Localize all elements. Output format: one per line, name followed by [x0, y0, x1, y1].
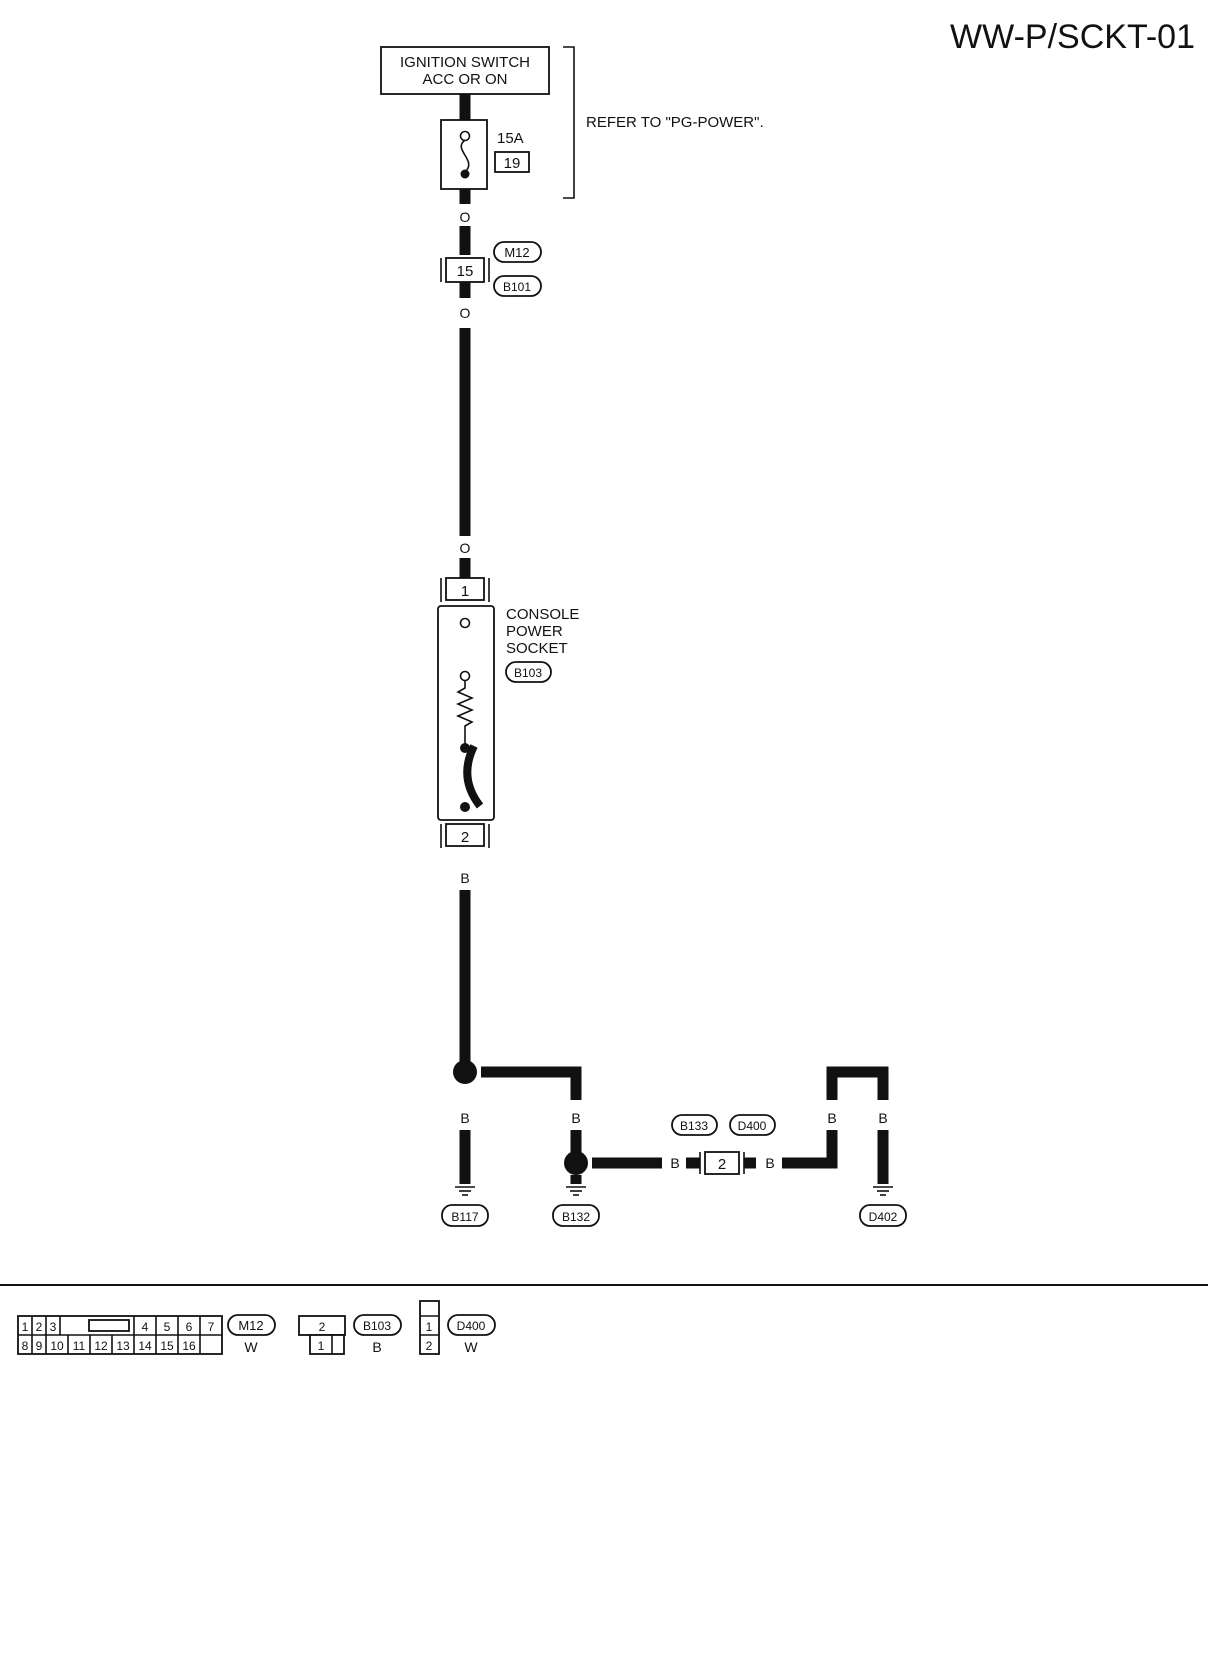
- legend-b103-face: [298, 1315, 346, 1355]
- wire-color-b-7: B: [878, 1110, 887, 1126]
- m12-pin-3: 3: [50, 1320, 57, 1334]
- m12-oval: [493, 241, 542, 263]
- m12-pin-7: 7: [208, 1320, 215, 1334]
- wire-color-b-3: B: [571, 1110, 580, 1126]
- connector-15: 15: [440, 257, 490, 283]
- ground-b117-symbol: [455, 1186, 475, 1196]
- m12-pin-2: 2: [36, 1320, 43, 1334]
- pin-15-label: 15: [457, 263, 474, 280]
- m12-pin-9: 9: [36, 1339, 43, 1353]
- legend-d400-pin-1: 1: [426, 1320, 433, 1334]
- fuse-number-box: [494, 151, 530, 173]
- ignition-line2: ACC OR ON: [422, 71, 507, 88]
- diagram-id: WW-P/SCKT-01: [950, 18, 1195, 56]
- b132-oval: [552, 1204, 600, 1227]
- legend-b103-color: B: [372, 1339, 381, 1355]
- legend-b103-oval: [353, 1314, 402, 1336]
- b117-label: B117: [451, 1210, 478, 1224]
- legend-m12-label: M12: [238, 1318, 263, 1333]
- socket-pin2-connector: 2: [440, 823, 490, 848]
- m12-pin-10: 10: [50, 1339, 64, 1353]
- b132-label: B132: [562, 1210, 590, 1224]
- m12-label: M12: [504, 245, 529, 260]
- wire-branch-b132: [481, 1066, 582, 1100]
- b133-label: B133: [680, 1119, 708, 1133]
- fuse-symbol: [440, 119, 488, 190]
- pin-1-label: 1: [461, 583, 469, 600]
- wire-color-b-2: B: [460, 1110, 469, 1126]
- pin-2-d400: 2: [718, 1156, 726, 1173]
- wire-color-o-2: O: [460, 305, 471, 321]
- m12-pin-5: 5: [164, 1320, 171, 1334]
- m12-pin-13: 13: [116, 1339, 130, 1353]
- m12-pin-8: 8: [22, 1339, 29, 1353]
- refer-bracket: [563, 46, 575, 199]
- m12-pin-11: 11: [73, 1339, 86, 1353]
- b117-oval: [441, 1204, 489, 1227]
- ground-d402-symbol: [873, 1186, 893, 1196]
- d402-oval: [859, 1204, 907, 1227]
- legend-d400-pin-2: 2: [426, 1339, 433, 1353]
- wire-d400-up: [782, 1130, 838, 1169]
- fuse-number: 19: [504, 155, 521, 172]
- refer-note: REFER TO "PG-POWER".: [586, 114, 764, 131]
- m12-pin-4: 4: [142, 1320, 149, 1334]
- m12-pin-6: 6: [186, 1320, 193, 1334]
- wire-color-b-1: B: [460, 870, 469, 886]
- legend-b103-pin-2: 2: [319, 1320, 326, 1334]
- b103-oval: [505, 661, 552, 683]
- legend-m12-face: [17, 1315, 223, 1355]
- b101-oval: [493, 275, 542, 297]
- b101-label: B101: [503, 280, 531, 294]
- legend-d400-oval: [447, 1314, 496, 1336]
- connector-b133-d400: 2: [699, 1151, 745, 1175]
- m12-pin-12: 12: [94, 1339, 108, 1353]
- m12-pin-15: 15: [160, 1339, 174, 1353]
- console-power-socket: [437, 605, 495, 821]
- m12-pin-1: 1: [22, 1320, 29, 1334]
- socket-line3: SOCKET: [506, 640, 568, 657]
- pin-2-label: 2: [461, 829, 469, 846]
- m12-pin-16: 16: [182, 1339, 196, 1353]
- legend-b103-label: B103: [363, 1319, 391, 1333]
- socket-line2: POWER: [506, 623, 563, 640]
- wire-d402-loop: [826, 1066, 889, 1100]
- ignition-line1: IGNITION SWITCH: [400, 54, 530, 71]
- wire-color-o-3: O: [460, 540, 471, 556]
- junction-dot-2: [564, 1151, 588, 1175]
- wire-color-b-6: B: [827, 1110, 836, 1126]
- ignition-switch-box: IGNITION SWITCH ACC OR ON: [380, 46, 550, 95]
- legend-m12-oval: [227, 1314, 276, 1336]
- legend-b103-pin-1: 1: [318, 1339, 325, 1353]
- wire-color-o-1: O: [460, 209, 471, 225]
- junction-dot-1: [453, 1060, 477, 1084]
- wire-color-b-4: B: [670, 1155, 679, 1171]
- socket-line1: CONSOLE: [506, 606, 579, 623]
- fuse-rating: 15A: [497, 130, 524, 147]
- wire-color-b-5: B: [765, 1155, 774, 1171]
- d400-label: D400: [738, 1119, 767, 1133]
- b133-oval: [671, 1114, 718, 1136]
- legend-d400-color: W: [464, 1339, 478, 1355]
- legend-m12-color: W: [244, 1339, 258, 1355]
- socket-pin1-connector: 1: [440, 577, 490, 602]
- legend-d400-face: [419, 1300, 440, 1355]
- m12-pin-14: 14: [138, 1339, 152, 1353]
- ground-b132-symbol: [566, 1186, 586, 1196]
- legend-d400-label: D400: [457, 1319, 486, 1333]
- b103-label: B103: [514, 666, 542, 680]
- d402-label: D402: [869, 1210, 898, 1224]
- d400-oval: [729, 1114, 776, 1136]
